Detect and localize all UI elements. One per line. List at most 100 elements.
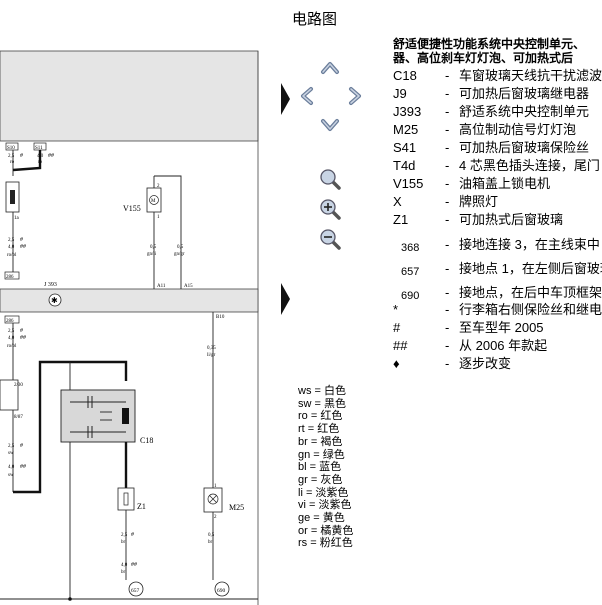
legend-dash: -: [445, 158, 450, 173]
ground-label: 657: [131, 588, 140, 594]
legend-description: 4 芯黑色插头连接，尾门: [459, 158, 600, 173]
legend-description: 可加热后窗玻璃保险丝: [459, 140, 590, 155]
legend-code: *: [393, 302, 399, 317]
wire-size: 4,0: [37, 154, 44, 159]
legend-code: S41: [393, 140, 417, 155]
legend-code: ♦: [393, 356, 400, 371]
wire-size: 4,0: [8, 336, 15, 341]
legend-description: 接地连接 3，在主线束中: [459, 237, 600, 252]
wire-color: ro/bl: [7, 344, 17, 349]
legend-dash: -: [445, 176, 450, 191]
legend-item: ## -从 2006 年款起: [393, 337, 602, 355]
connector-286: [4, 315, 20, 324]
legend-heading: 舒适便捷性功能系统中央控制单元、 器、高位刹车灯灯泡、可加热式后: [393, 37, 602, 65]
zoom-out-icon[interactable]: [319, 228, 341, 250]
wire-color-entry: rs = 粉红色: [298, 537, 353, 550]
legend-dash: -: [445, 320, 450, 335]
legend-heading-line-2: 器、高位刹车灯灯泡、可加热式后: [393, 51, 574, 65]
wire-note: #: [20, 443, 23, 449]
legend-item: T4d -4 芯黑色插头连接，尾门: [393, 157, 602, 175]
wire-color-entry: gr = 灰色: [298, 473, 343, 486]
wire-note: ##: [48, 153, 54, 159]
legend-description: 可加热后窗玻璃继电器: [459, 86, 590, 101]
pin-label: 1: [157, 215, 160, 220]
legend-code: J9: [393, 86, 407, 101]
relay-coil: [10, 190, 15, 204]
legend-item: # -至车型年 2005: [393, 319, 602, 337]
page-title: 电路图: [292, 11, 338, 28]
legend-description: 至车型年 2005: [459, 320, 544, 335]
wire-color: ro/bl: [7, 253, 17, 258]
legend-item: X-牌照灯: [393, 193, 602, 211]
legend-code: T4d: [393, 158, 416, 173]
legend-dash: -: [445, 302, 450, 317]
wire-size: 2,5: [8, 154, 15, 159]
wire-thick: [12, 150, 42, 172]
legend-heading-line-1: 舒适便捷性功能系统中央控制单元、: [393, 37, 586, 51]
legend-dash: -: [445, 237, 450, 252]
pan-left-icon[interactable]: [297, 85, 319, 107]
wire-color-entry: gn = 绿色: [298, 448, 345, 461]
wire-color-entry: ws = 白色: [298, 385, 346, 397]
pan-up-icon[interactable]: [319, 58, 341, 80]
zoom-fit-magnifier-icon[interactable]: [319, 168, 341, 190]
pan-down-icon[interactable]: [319, 113, 341, 135]
motor-symbol: [149, 195, 159, 205]
previous-page-arrow-icon[interactable]: [281, 83, 291, 115]
legend-description: 接地点 1，在左侧后窗玻璃: [459, 261, 602, 276]
legend-code: Z1: [393, 212, 409, 227]
pin-label: A11: [157, 284, 166, 289]
ground-label: 690: [217, 588, 226, 594]
legend-description: 车窗玻璃天线抗干扰滤波: [459, 68, 602, 83]
wire-note: #: [20, 153, 23, 159]
wire-color: br: [121, 570, 126, 575]
wire-color: sw: [8, 473, 14, 478]
pan-right-icon[interactable]: [343, 85, 365, 107]
zoom-in-icon[interactable]: [319, 198, 341, 220]
wire-note: #: [131, 532, 134, 538]
module-symbol: [48, 293, 62, 307]
j393-module-band: [0, 288, 259, 313]
wire-color: br: [208, 540, 213, 545]
wire-color-entry: li = 淡紫色: [298, 486, 349, 499]
legend-description: 从 2006 年款起: [459, 338, 548, 353]
wire-color-entry: ge = 黄色: [298, 512, 345, 525]
legend-code: ##: [393, 338, 408, 353]
wire-color: br: [121, 540, 126, 545]
wire-note: #: [20, 237, 23, 243]
legend-code: M25: [393, 122, 419, 137]
legend-dash: -: [445, 104, 450, 119]
lamp-label: M25: [229, 503, 244, 512]
legend-dash: -: [445, 86, 450, 101]
wire-color: ro: [38, 160, 43, 165]
wire-color-entry: sw = 黑色: [298, 397, 346, 410]
legend-dash: -: [445, 122, 450, 137]
wire-size: 2,5: [8, 444, 15, 449]
legend-item: V155-油箱盖上锁电机: [393, 175, 602, 193]
connector-label: 286: [6, 275, 14, 280]
wire-note: #: [20, 328, 23, 334]
wire-color-entry: vi = 淡紫色: [298, 499, 352, 512]
legend-description: 油箱盖上锁电机: [459, 176, 551, 191]
motor-symbol-mark: M: [151, 199, 156, 204]
legend-item: J393-舒适系统中央控制单元: [393, 103, 602, 121]
junction: [68, 597, 72, 601]
next-page-arrow-icon[interactable]: [281, 283, 291, 315]
legend-dash: -: [445, 261, 450, 276]
wire-color: gn/li: [147, 252, 157, 257]
filter-label: C18: [140, 436, 153, 445]
lamp-cross: [209, 495, 217, 503]
wire-color-entry: ro = 红色: [298, 410, 343, 423]
legend-code: #: [393, 320, 401, 335]
connector-286: [4, 271, 20, 280]
pin-label: 2: [214, 515, 217, 520]
wire-color: sw: [8, 451, 14, 456]
legend-item: 690-接地点，在后中车顶框架: [393, 284, 602, 302]
filter-coil: [122, 408, 129, 424]
wire-size: 0,35: [207, 346, 216, 351]
wire-size: 4,0: [8, 245, 15, 250]
legend-description: 高位制动信号灯灯泡: [459, 122, 577, 137]
legend-dash: -: [445, 338, 450, 353]
pin-label: 2/30: [14, 383, 23, 388]
